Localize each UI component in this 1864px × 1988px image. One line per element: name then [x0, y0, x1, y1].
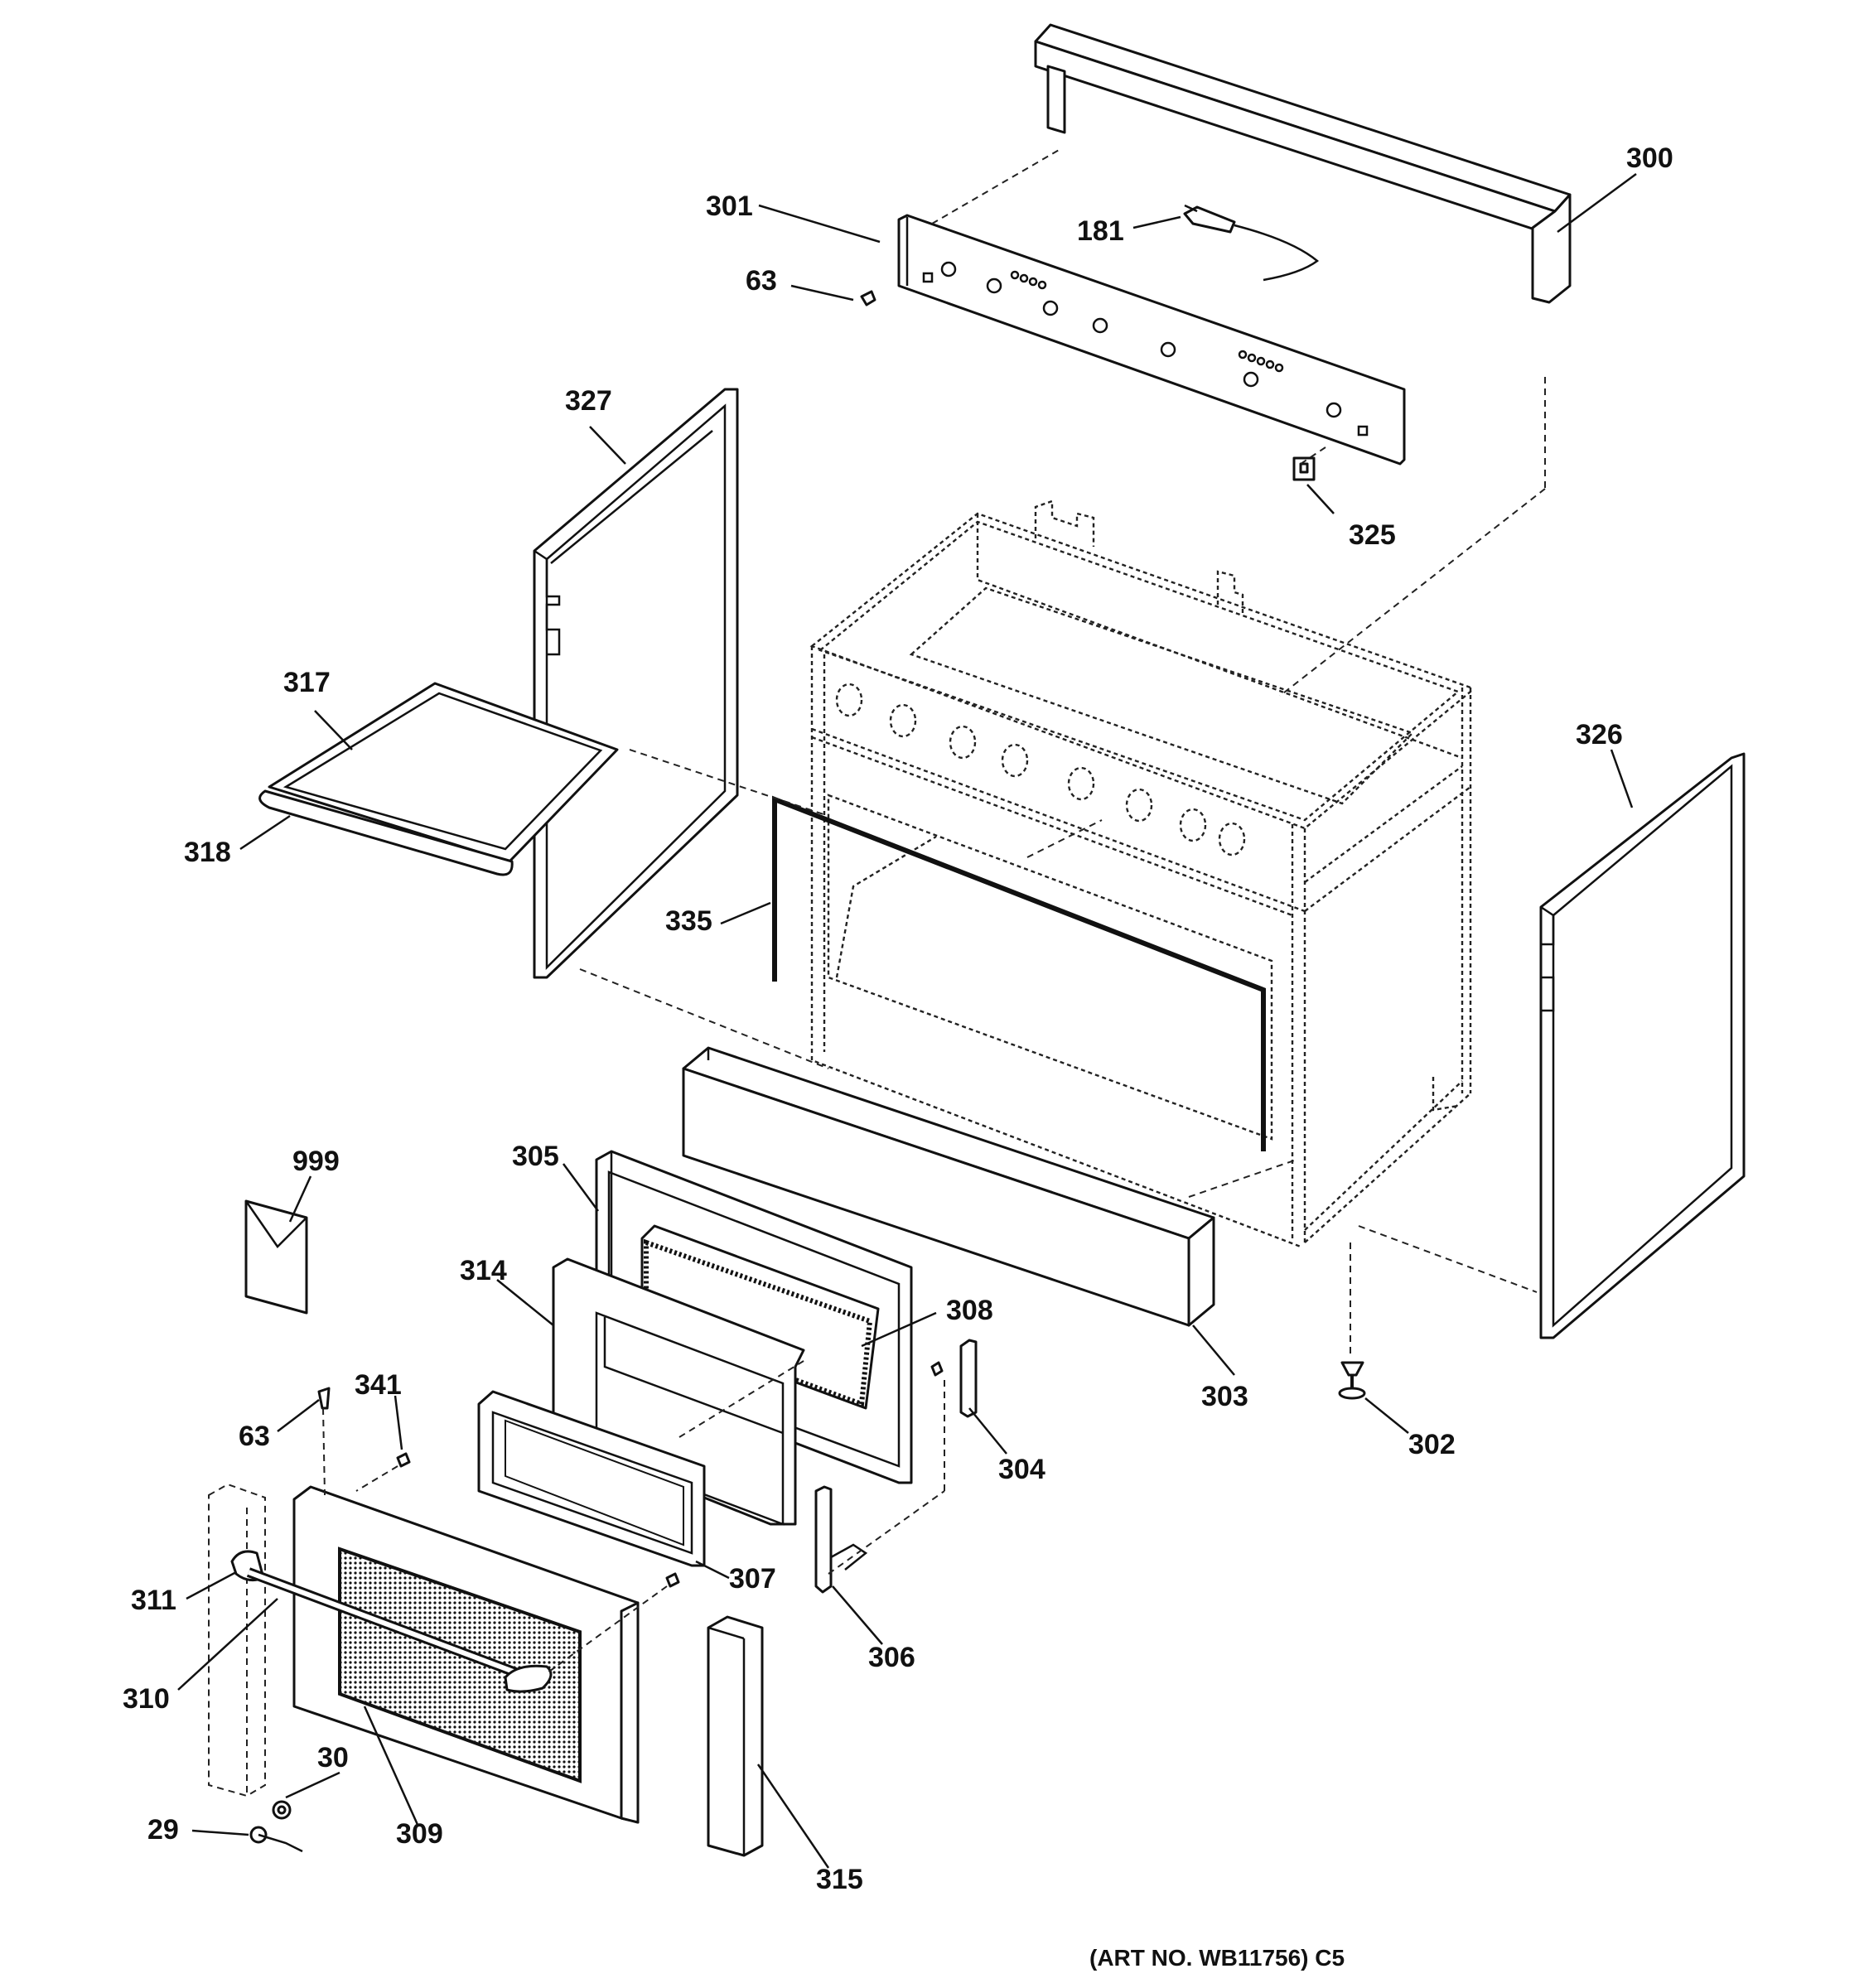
- label-317: 317: [283, 667, 331, 698]
- label-301: 301: [706, 191, 753, 222]
- part-315-side-trim: [707, 1615, 764, 1857]
- label-305: 305: [512, 1141, 559, 1172]
- body-knobs: [835, 683, 1246, 856]
- label-335: 335: [665, 905, 712, 937]
- art-number: (ART NO. WB11756) C5: [1089, 1945, 1345, 1971]
- part-301-control-panel: [897, 214, 1406, 466]
- leader-lines: [177, 172, 1637, 1869]
- label-304: 304: [998, 1454, 1045, 1485]
- label-311: 311: [131, 1585, 176, 1616]
- label-327: 327: [565, 385, 612, 417]
- label-300: 300: [1626, 142, 1673, 174]
- label-306: 306: [868, 1642, 915, 1673]
- label-318: 318: [184, 837, 231, 868]
- left-hidden-column: [208, 1483, 266, 1797]
- part-317-318-drip-tray: [258, 682, 619, 876]
- label-63-top: 63: [746, 265, 777, 297]
- label-310: 310: [123, 1683, 170, 1715]
- part-310-311-door-handle: [230, 1550, 553, 1693]
- part-327-left-side-panel: [533, 388, 739, 979]
- panel-knob-holes: [922, 261, 1369, 437]
- label-29: 29: [147, 1814, 179, 1846]
- label-315: 315: [816, 1864, 863, 1895]
- label-303: 303: [1201, 1381, 1248, 1412]
- part-303-lower-trim: [682, 1046, 1215, 1327]
- alignment-lines: [322, 148, 1546, 1674]
- label-181: 181: [1077, 215, 1124, 247]
- label-307: 307: [729, 1563, 776, 1595]
- part-306-door-hinge: [814, 1485, 868, 1594]
- part-181-spark-module: [1183, 204, 1320, 282]
- part-326-right-side-panel: [1539, 752, 1746, 1339]
- label-325: 325: [1349, 519, 1396, 551]
- range-body: [809, 499, 1472, 1248]
- label-30: 30: [317, 1742, 349, 1773]
- label-308: 308: [946, 1295, 993, 1326]
- label-326: 326: [1576, 719, 1623, 750]
- part-300-top-trim: [1034, 23, 1572, 304]
- part-999-literature: [244, 1199, 308, 1315]
- label-302: 302: [1408, 1429, 1456, 1460]
- label-341: 341: [355, 1369, 402, 1401]
- label-314: 314: [460, 1255, 507, 1286]
- part-63-top-screw: [860, 290, 876, 306]
- part-labels: 300 301 181 63 327 325 317 326 318 335 9…: [123, 142, 1673, 1971]
- label-309: 309: [396, 1818, 443, 1850]
- label-63-bottom: 63: [239, 1421, 270, 1452]
- part-335-oven-gasket: [772, 795, 1266, 1151]
- label-999: 999: [292, 1146, 340, 1177]
- small-fasteners: [249, 1361, 1366, 1853]
- part-304-hinge-receiver: [930, 1339, 978, 1418]
